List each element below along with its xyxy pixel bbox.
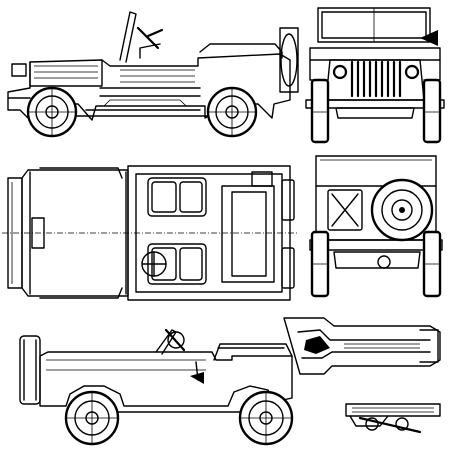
side-view-right (19, 328, 294, 446)
top-view (2, 165, 298, 301)
mechanism-detail (345, 403, 441, 434)
rear-view (309, 155, 443, 298)
side-view-left (7, 11, 299, 138)
front-view (305, 7, 445, 144)
underside-view (283, 317, 441, 375)
